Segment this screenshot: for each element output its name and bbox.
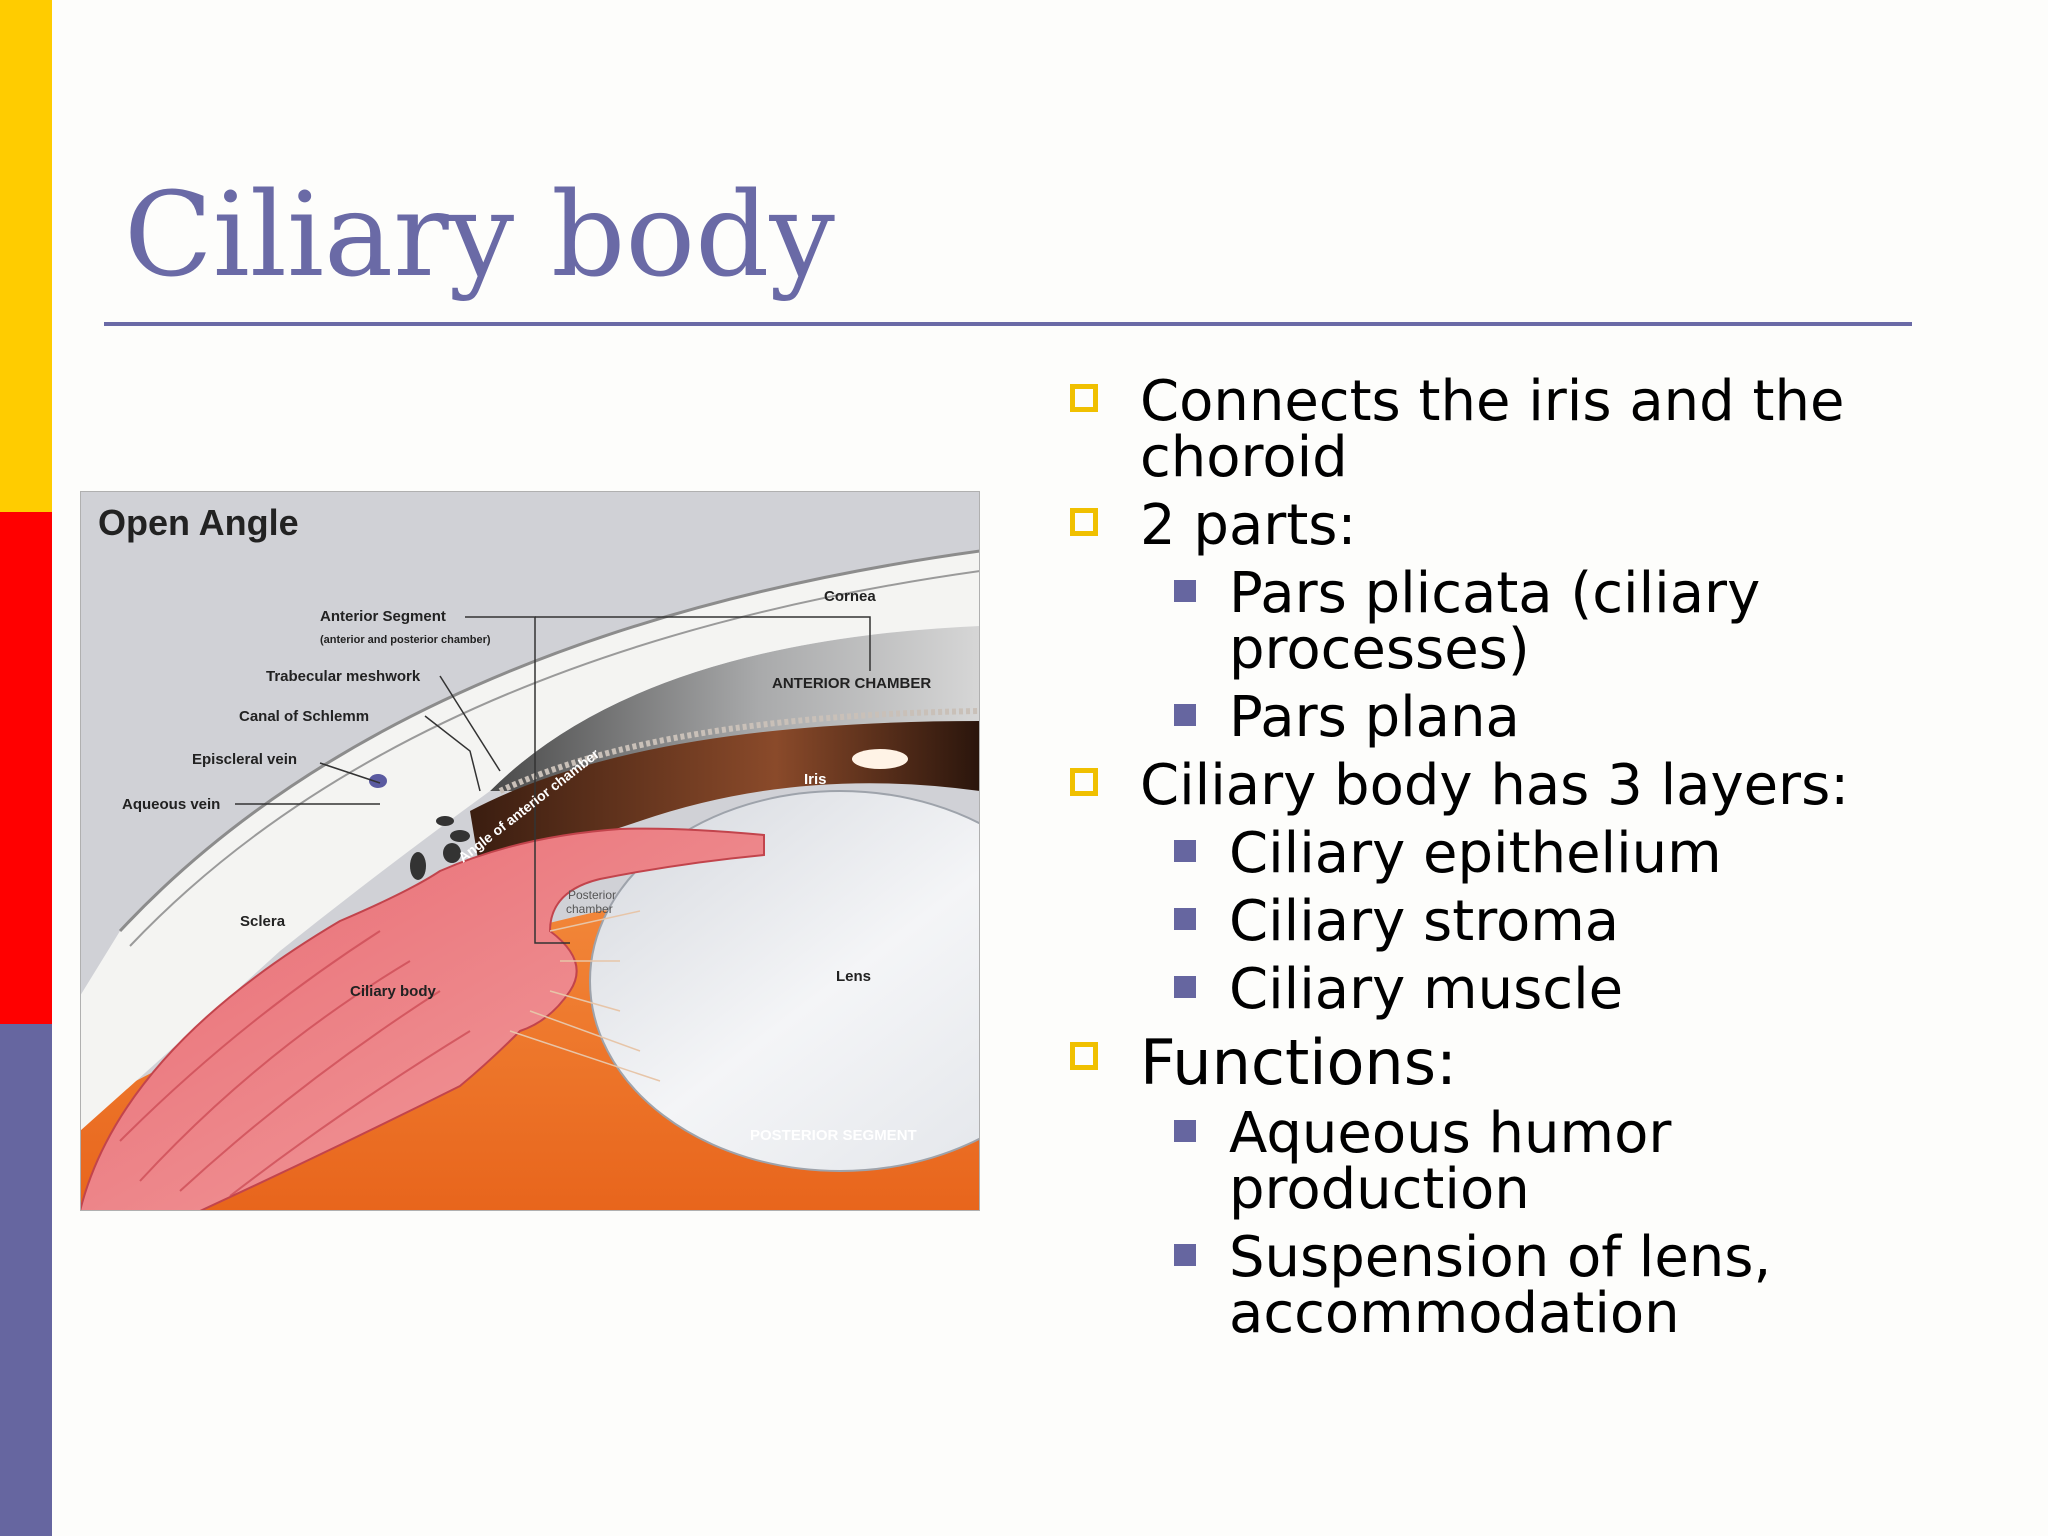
label-lens: Lens (836, 968, 871, 985)
label-canal-of-schlemm: Canal of Schlemm (239, 708, 369, 725)
accent-stripe-red (0, 512, 52, 1024)
label-iris: Iris (804, 771, 827, 788)
sub-bullet-marker (1174, 1120, 1196, 1142)
label-ciliary-body: Ciliary body (350, 983, 437, 1000)
label-anterior-segment: Anterior Segment (320, 608, 446, 625)
label-aqueous-vein: Aqueous vein (122, 796, 220, 813)
label-cornea: Cornea (824, 588, 876, 605)
bullet-item: Functions: (1062, 1032, 1962, 1094)
sub-bullet-item: Pars plicata (ciliary processes) (1062, 566, 1962, 678)
slide-title: Ciliary body (124, 168, 835, 303)
ciliary-body-shape (80, 827, 765, 1211)
sub-bullet-text: Aqueous humor (1229, 1101, 1672, 1166)
sub-bullet-text: Pars plana (1229, 685, 1520, 750)
sub-bullet-text-continuation: production (1229, 1157, 1530, 1222)
sub-bullet-marker (1174, 840, 1196, 862)
bullet-item: Connects the iris and the choroid (1062, 374, 1962, 486)
sub-bullet-text-continuation: processes) (1229, 617, 1530, 682)
accent-stripe-blue (0, 1024, 52, 1536)
bullet-marker-square (1070, 384, 1098, 412)
bullet-text: 2 parts: (1140, 493, 1357, 558)
sub-bullet-marker (1174, 580, 1196, 602)
sub-bullet-text: Suspension of lens, (1229, 1225, 1772, 1290)
sub-bullet-item: Pars plana (1062, 690, 1962, 746)
bullet-text-continuation: choroid (1140, 425, 1348, 490)
schlemm-canal-vessels (369, 774, 470, 880)
sub-bullet-item: Ciliary muscle (1062, 962, 1962, 1018)
sub-bullet-text: Ciliary muscle (1229, 957, 1624, 1022)
bullet-item: 2 parts: (1062, 498, 1962, 554)
bullet-text: Ciliary body has 3 layers: (1140, 753, 1850, 818)
label-trabecular-meshwork: Trabecular meshwork (266, 668, 421, 685)
sclera-cornea-band (80, 551, 980, 1131)
label-posterior-segment: POSTERIOR SEGMENT (750, 1127, 917, 1144)
sub-bullet-text-continuation: accommodation (1229, 1281, 1680, 1346)
diagram-heading: Open Angle (98, 502, 299, 543)
bullet-list: Connects the iris and the choroid 2 part… (1062, 362, 1962, 1342)
bullet-item: Ciliary body has 3 layers: (1062, 758, 1962, 814)
label-anterior-chamber: ANTERIOR CHAMBER (772, 675, 931, 692)
bullet-marker-square (1070, 768, 1098, 796)
sub-bullet-item: Suspension of lens, accommodation (1062, 1230, 1962, 1342)
open-angle-eye-diagram: Open Angle Anterior Segment (anterior an… (80, 491, 980, 1211)
bullet-marker-square (1070, 508, 1098, 536)
sub-bullet-marker (1174, 976, 1196, 998)
sub-bullet-text: Ciliary stroma (1229, 889, 1620, 954)
bullet-marker-square (1070, 1042, 1098, 1070)
sub-bullet-marker (1174, 1244, 1196, 1266)
iris-highlight (852, 749, 908, 769)
label-posterior-chamber-2: chamber (566, 902, 613, 916)
sub-bullet-item: Aqueous humor production (1062, 1106, 1962, 1218)
title-underline (104, 322, 1912, 326)
sub-bullet-item: Ciliary stroma (1062, 894, 1962, 950)
label-posterior-chamber-1: Posterior (568, 888, 616, 902)
sub-bullet-marker (1174, 704, 1196, 726)
label-anterior-segment-sub: (anterior and posterior chamber) (320, 634, 491, 646)
bullet-text: Functions: (1140, 1026, 1457, 1099)
sub-bullet-text: Ciliary epithelium (1229, 821, 1722, 886)
bullet-text: Connects the iris and the (1140, 369, 1845, 434)
label-episcleral-vein: Episcleral vein (192, 751, 297, 768)
accent-stripe-yellow (0, 0, 52, 512)
sub-bullet-marker (1174, 908, 1196, 930)
sub-bullet-item: Ciliary epithelium (1062, 826, 1962, 882)
lens-shape (589, 790, 980, 1172)
sub-bullet-text: Pars plicata (ciliary (1229, 561, 1761, 626)
label-sclera: Sclera (240, 913, 286, 930)
zonule-fibers (509, 910, 661, 1082)
